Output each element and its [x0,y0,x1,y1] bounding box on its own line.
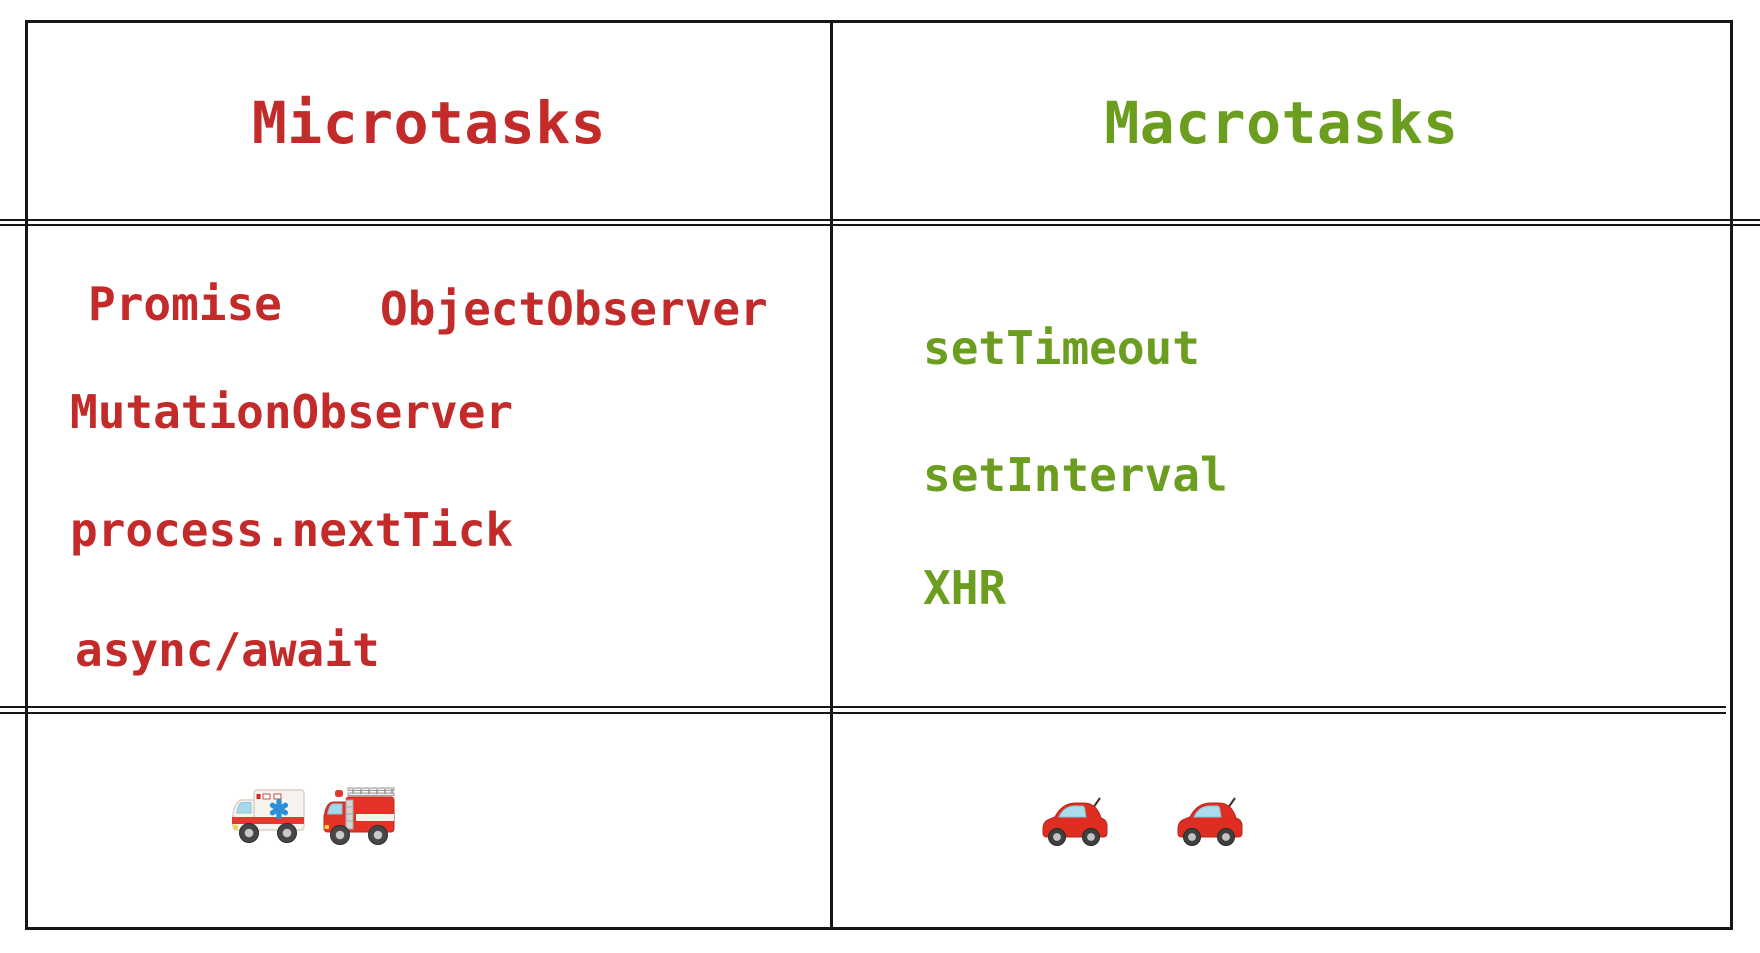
red-car-icon [1038,793,1110,851]
column-macrotasks: Macrotasks setTimeout setInterval XHR [833,23,1730,927]
microtask-item-process-nexttick: process.nextTick [70,503,514,557]
microtask-item-objectobserver: ObjectObserver [380,282,768,336]
microtask-item-async-await: async/await [75,623,380,677]
red-car-icon [1173,793,1245,851]
footer-row-divider-line-2 [0,712,1726,714]
fire-engine-icon [320,785,398,850]
header-row-divider-line [0,219,1760,221]
column-microtasks: Microtasks Promise ObjectObserver Mutati… [28,23,833,927]
microtasks-title: Microtasks [251,89,607,157]
macrotasks-body-cell: setTimeout setInterval XHR [833,223,1730,711]
microtask-item-promise: Promise [88,277,282,331]
macrotask-item-settimeout: setTimeout [923,321,1200,375]
microtasks-body-cell: Promise ObjectObserver MutationObserver … [28,223,830,711]
header-row-divider-line-2 [0,224,1760,226]
macrotask-item-xhr: XHR [923,561,1007,615]
ambulance-icon [230,786,308,850]
microtasks-header-cell: Microtasks [28,23,830,223]
macrotasks-title: Macrotasks [1104,89,1459,157]
macrotasks-footer-cell [833,711,1730,927]
macrotasks-header-cell: Macrotasks [833,23,1730,223]
comparison-table: Microtasks Promise ObjectObserver Mutati… [25,20,1733,930]
microtask-item-mutationobserver: MutationObserver [70,385,514,439]
macrotask-item-setinterval: setInterval [923,448,1228,502]
microtasks-footer-cell [28,711,830,927]
footer-row-divider-line [0,706,1726,708]
